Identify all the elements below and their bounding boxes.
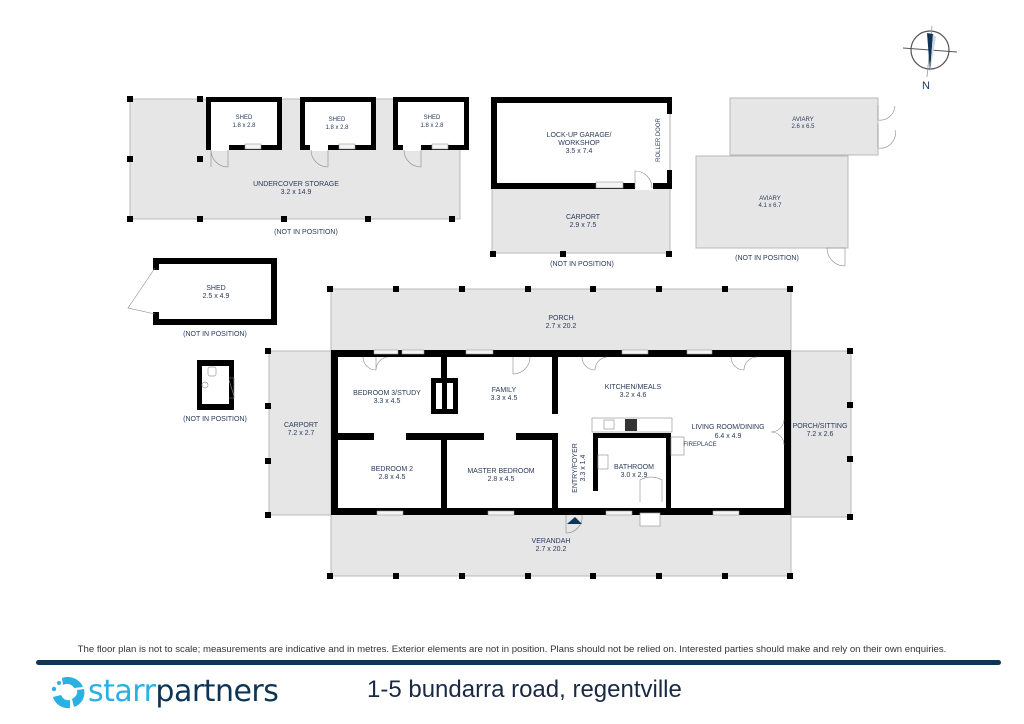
garage-carport-size: 2.9 x 7.5 (570, 222, 597, 229)
shed-large-name: SHED (206, 285, 225, 292)
porch-name: PORCH (548, 315, 573, 322)
posts (265, 286, 853, 579)
shed-3-size: 1.8 x 2.8 (420, 123, 444, 129)
house-carport-floor (268, 350, 332, 516)
house-carport-size: 7.2 x 2.7 (288, 430, 315, 437)
kitchen-name: KITCHEN/MEALS (605, 384, 662, 391)
garage-carport-note: (NOT IN POSITION) (550, 261, 614, 268)
property-address: 1-5 bundarra road, regentville (367, 676, 682, 703)
porch-floor (330, 288, 792, 352)
living-name: LIVING ROOM/DINING (691, 424, 764, 431)
shed-2-size: 1.8 x 2.8 (325, 125, 349, 131)
shed-large: SHED 2.5 x 4.9 (NOT IN POSITION) (127, 258, 277, 338)
outhouse-note: (NOT IN POSITION) (183, 416, 247, 423)
garage-carport-name: CARPORT (566, 214, 601, 221)
bedroom2-size: 2.8 x 4.5 (379, 474, 406, 481)
house-carport-name: CARPORT (284, 422, 319, 429)
shed-3: SHED 1.8 x 2.8 (393, 97, 469, 168)
compass-n-label: N (922, 80, 930, 92)
bedroom2-name: BEDROOM 2 (371, 466, 413, 473)
shed-1-name: SHED (236, 115, 253, 121)
bathroom-name: BATHROOM (614, 464, 654, 471)
brand-starr: starr (88, 674, 156, 709)
footer-divider (36, 660, 1001, 665)
shed-large-size: 2.5 x 4.9 (203, 293, 230, 300)
brand-logo: starrpartners (50, 672, 279, 712)
shed-1: SHED 1.8 x 2.8 (206, 97, 282, 168)
entry-foyer-size: 3.3 x 1.4 (580, 454, 587, 481)
shed-large-note: (NOT IN POSITION) (183, 331, 247, 338)
floor-plan: N SHED 1.8 x 2.8 (127, 25, 958, 579)
living-size: 6.4 x 4.9 (715, 433, 742, 440)
roller-door-label: ROLLER DOOR (656, 118, 662, 162)
undercover-storage-note: (NOT IN POSITION) (274, 229, 338, 236)
aviary-2-name: AVIARY (759, 196, 780, 202)
aviaries: AVIARY 2.6 x 6.5 AVIARY 4.1 x 6.7 (NOT I… (695, 97, 896, 267)
bathroom-size: 3.0 x 2.9 (621, 472, 648, 479)
fireplace-label: FIREPLACE (683, 442, 716, 448)
master-bedroom-name: MASTER BEDROOM (467, 468, 534, 475)
garage-size: 3.5 x 7.4 (566, 148, 593, 155)
bedroom3-size: 3.3 x 4.5 (374, 398, 401, 405)
porch-sitting-size: 7.2 x 2.6 (807, 431, 834, 438)
verandah-size: 2.7 x 20.2 (536, 546, 567, 553)
family-size: 3.3 x 4.5 (491, 395, 518, 402)
undercover-storage-size: 3.2 x 14.9 (281, 189, 312, 196)
garage-name-line1: LOCK-UP GARAGE/ (547, 132, 612, 139)
posts (127, 96, 455, 222)
compass: N (902, 25, 958, 92)
aviary-1-size: 2.6 x 6.5 (791, 124, 815, 130)
brand-partners: partners (155, 674, 279, 709)
fireplace-double (431, 378, 458, 414)
entry-arrow-icon (567, 517, 582, 524)
bedroom3-name: BEDROOM 3/STUDY (353, 390, 421, 397)
verandah-floor (330, 513, 792, 577)
garage-name-line2: WORKSHOP (558, 140, 600, 147)
master-bedroom-size: 2.8 x 4.5 (488, 476, 515, 483)
aviary-2-size: 4.1 x 6.7 (758, 203, 782, 209)
star-logo-icon (51, 677, 85, 709)
verandah-name: VERANDAH (532, 538, 571, 545)
north-arrow-icon (927, 33, 933, 72)
family-name: FAMILY (492, 387, 517, 394)
shed-2: SHED 1.8 x 2.8 (300, 97, 376, 168)
entry-foyer-name: ENTRY/FOYER (572, 443, 579, 493)
porch-sitting-floor (790, 350, 852, 518)
outhouse: (NOT IN POSITION) (183, 360, 247, 423)
main-house: PORCH 2.7 x 20.2 CARPORT 7.2 x 2.7 BEDRO… (265, 286, 853, 579)
shed-2-name: SHED (329, 117, 346, 123)
undercover-storage: SHED 1.8 x 2.8 SHED 1.8 x 2.8 SHED 1.8 x… (127, 96, 469, 236)
fireplace-living (670, 436, 685, 456)
aviary-1-name: AVIARY (792, 117, 813, 123)
shed-1-size: 1.8 x 2.8 (232, 123, 256, 129)
kitchen-size: 3.2 x 4.6 (620, 392, 647, 399)
porch-sitting-name: PORCH/SITTING (793, 423, 848, 430)
lock-up-garage: ROLLER DOOR LOCK-UP GARAGE/ WORKSHOP 3.5… (490, 97, 674, 268)
disclaimer-text: The floor plan is not to scale; measurem… (77, 644, 947, 655)
porch-size: 2.7 x 20.2 (546, 323, 577, 330)
undercover-storage-name: UNDERCOVER STORAGE (253, 181, 339, 188)
shed-3-name: SHED (424, 115, 441, 121)
aviary-2-note: (NOT IN POSITION) (735, 255, 799, 262)
